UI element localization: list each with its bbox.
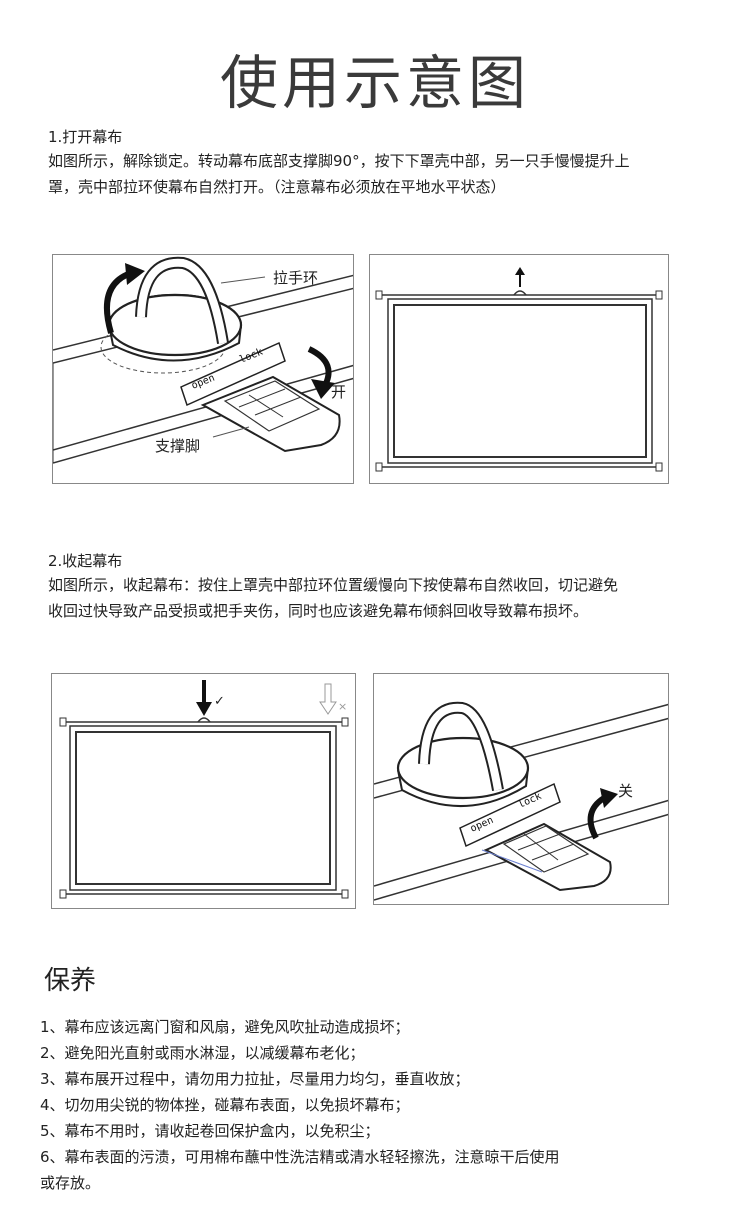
open-mechanism-drawing: open lock — [53, 256, 353, 464]
care-item: 或存放。 — [40, 1174, 101, 1192]
label-close: 关 — [618, 782, 634, 800]
label-handle: 拉手环 — [273, 269, 319, 287]
care-item: 1、幕布应该远离门窗和风扇，避免风吹扯动造成损坏； — [40, 1018, 410, 1036]
care-item: 3、幕布展开过程中，请勿用力拉扯，尽量用力均匀，垂直收放； — [40, 1070, 470, 1088]
section1-line2: 罩，壳中部拉环使幕布自然打开。（注意幕布必须放在平地水平状态） — [48, 178, 506, 196]
close-mechanism-drawing: open lock — [374, 701, 668, 901]
screen-open-figure — [369, 254, 669, 484]
care-item: 6、幕布表面的污渍，可用棉布蘸中性洗洁精或清水轻轻擦洗，注意晾干后使用 — [40, 1148, 560, 1166]
open-mechanism-figure: open lock 拉手环 开 支撑脚 — [52, 254, 354, 484]
label-stand: 支撑脚 — [155, 437, 201, 455]
label-open: 开 — [331, 383, 347, 401]
care-title: 保养 — [44, 966, 97, 996]
care-item: 4、切勿用尖锐的物体挫，碰幕布表面，以免损坏幕布； — [40, 1096, 410, 1114]
section1-line1: 如图所示，解除锁定。转动幕布底部支撑脚90°，按下下罩壳中部，另一只手慢慢提升上 — [48, 152, 630, 170]
care-item: 2、避免阳光直射或雨水淋湿，以减缓幕布老化； — [40, 1044, 365, 1062]
care-list: 1、幕布应该远离门窗和风扇，避免风吹扯动造成损坏； 2、避免阳光直射或雨水淋湿，… — [40, 1014, 720, 1196]
section2-text: 如图所示，收起幕布：按住上罩壳中部拉环位置缓慢向下按使幕布自然收回，切记避免 收… — [48, 572, 718, 624]
screen-close-drawing — [59, 680, 349, 899]
section1-text: 如图所示，解除锁定。转动幕布底部支撑脚90°，按下下罩壳中部，另一只手慢慢提升上… — [48, 148, 718, 200]
care-item: 5、幕布不用时，请收起卷回保护盒内，以免积尘； — [40, 1122, 380, 1140]
section1-heading: 1.打开幕布 — [48, 128, 123, 146]
screen-open-drawing — [375, 267, 663, 472]
section2-line2: 收回过快导致产品受损或把手夹伤，同时也应该避免幕布倾斜回收导致幕布损坏。 — [48, 602, 589, 620]
page-title: 使用示意图 — [219, 49, 530, 117]
cross-mark: × — [338, 700, 348, 713]
section2-heading: 2.收起幕布 — [48, 552, 123, 570]
check-mark: ✓ — [214, 694, 225, 709]
screen-close-figure: ✓ × — [51, 673, 356, 909]
close-mechanism-figure: open lock 关 — [373, 673, 669, 905]
section2-line1: 如图所示，收起幕布：按住上罩壳中部拉环位置缓慢向下按使幕布自然收回，切记避免 — [48, 576, 619, 594]
